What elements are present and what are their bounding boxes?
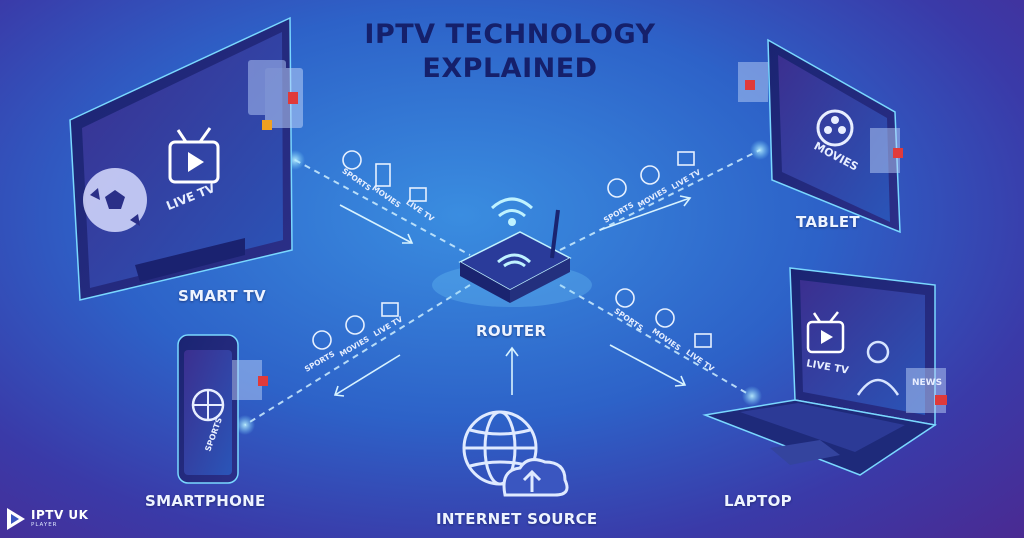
line-router-tablet: [559, 149, 761, 251]
tablet-icon: [738, 38, 903, 234]
laptop-news-label: NEWS: [912, 378, 943, 388]
stream-icons: [312, 150, 712, 350]
smartphone-icon: [177, 334, 268, 484]
cloud-upload-icon: [502, 458, 569, 497]
router-label: ROUTER: [476, 322, 547, 340]
logo-play-icon: [7, 508, 25, 530]
laptop-icon: [702, 267, 947, 476]
title-line-2: EXPLAINED: [422, 53, 598, 84]
news-anchor-icon: [856, 340, 900, 396]
line-tv-router: [294, 159, 471, 256]
internet-source-label: INTERNET SOURCE: [436, 510, 598, 528]
page-title: IPTV TECHNOLOGY EXPLAINED: [330, 18, 690, 86]
brand-logo: IPTV UK PLAYER: [4, 503, 99, 535]
logo-sub: PLAYER: [31, 522, 58, 528]
tablet-label: TABLET: [796, 213, 860, 231]
router-icon: [432, 197, 592, 307]
line-router-phone: [244, 284, 471, 426]
tv-icon: [806, 311, 845, 354]
laptop-label: LAPTOP: [724, 492, 792, 510]
line-router-laptop: [559, 284, 751, 396]
wifi-icon: [490, 197, 534, 268]
tv-icon: [168, 127, 220, 184]
arrows: [333, 195, 692, 397]
film-reel-icon: [816, 109, 854, 147]
logo-name: IPTV UK: [31, 508, 89, 522]
smart-tv-icon: [69, 16, 303, 301]
title-line-1: IPTV TECHNOLOGY: [364, 19, 656, 50]
connection-lines: [244, 149, 761, 426]
smart-tv-label: SMART TV: [178, 287, 266, 305]
play-icon: [188, 152, 204, 172]
smartphone-label: SMARTPHONE: [145, 492, 266, 510]
